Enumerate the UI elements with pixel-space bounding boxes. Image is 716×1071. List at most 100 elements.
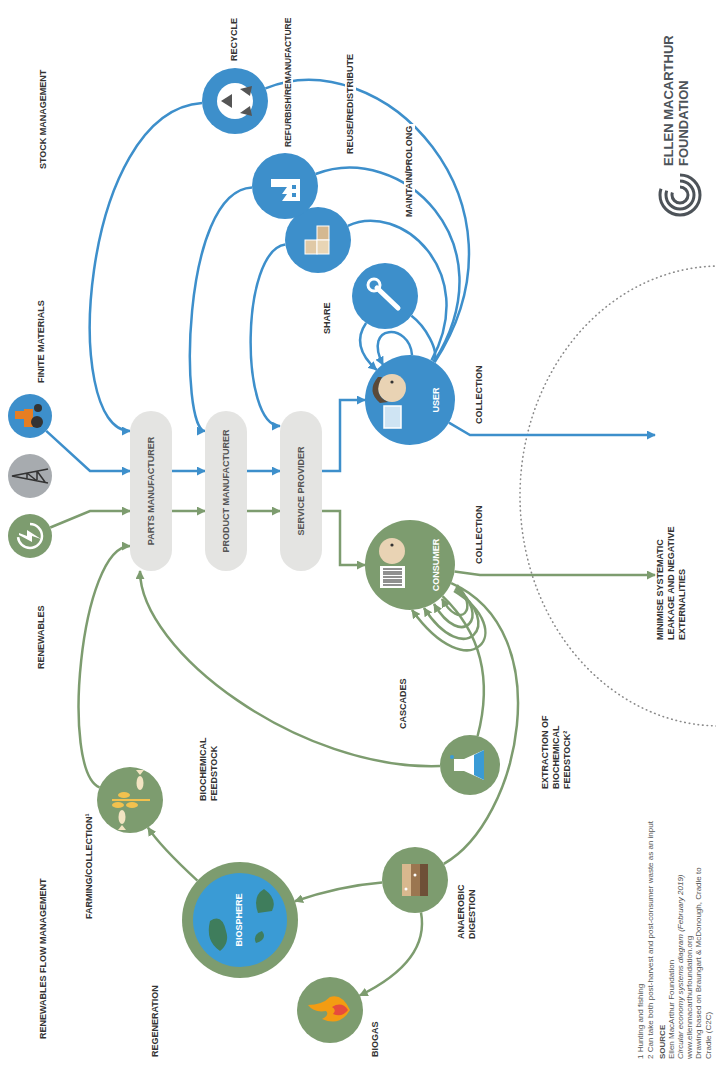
label-text: 2 Can take both post-harvest and post-co… [646, 819, 656, 1061]
label-holder: STOCK MANAGEMENT [38, 68, 49, 171]
circle-fill [382, 847, 448, 913]
label-holder: CASCADES [398, 676, 409, 731]
node-text: SERVICE PROVIDER [296, 447, 307, 536]
circle-fill [352, 263, 418, 329]
node-text: BIOGAS [370, 1019, 381, 1059]
flow-connector [190, 188, 252, 431]
label-holder: REGENERATION [150, 983, 161, 1059]
flow-connector [247, 510, 280, 513]
node-text: USER [431, 355, 442, 445]
consumer-icon [379, 538, 405, 588]
node-text: FARMING/COLLECTION¹ [84, 812, 95, 922]
circle-shape [365, 520, 455, 610]
node-text: RECYCLE [229, 16, 240, 63]
node-text: EXTRACTION OF BIOCHEMICAL FEEDSTOCK² [540, 692, 572, 791]
label-text: Drawing based on Braungart & McDonough, … [694, 857, 713, 1061]
flow-connector [295, 883, 382, 902]
process-pill: PARTS MANUFACTURER [130, 411, 172, 571]
circle-fill [365, 520, 455, 610]
flow-connector [322, 400, 365, 471]
circle-fill [182, 862, 298, 978]
label-holder: Drawing based on Braungart & McDonough, … [694, 857, 713, 1061]
label-text: CASCADES [398, 676, 409, 731]
label-holder: 1 Hunting and fishing [636, 982, 646, 1061]
flow-connector [148, 828, 197, 881]
soil-icon [402, 864, 428, 896]
label-text: STOCK MANAGEMENT [38, 68, 49, 171]
flow-connector [360, 323, 377, 370]
flow-connector [251, 245, 286, 426]
node-text: CONSUMER [431, 520, 442, 610]
process-pill: SERVICE PROVIDER [280, 411, 322, 571]
node-text: PARTS MANUFACTURER [146, 437, 157, 545]
label-text: 1 Hunting and fishing [636, 982, 646, 1061]
wrench-icon [368, 279, 398, 308]
circle-fill [8, 394, 52, 438]
process-pill: PRODUCT MANUFACTURER [205, 411, 247, 571]
circle-fill [252, 153, 318, 219]
label-text: RENEWABLES FLOW MANAGEMENT [38, 877, 49, 1042]
flow-connector [348, 221, 447, 361]
renewables-icon [18, 524, 42, 548]
label-holder: RENEWABLES FLOW MANAGEMENT [38, 877, 49, 1042]
circle-fill [8, 514, 52, 558]
label-text: COLLECTION [474, 504, 485, 567]
circle-fill [365, 355, 455, 445]
node-text: MINIMISE SYSTEMATIC LEAKAGE AND NEGATIVE… [655, 500, 687, 640]
flow-connector [455, 571, 656, 575]
flow-connector [79, 546, 130, 787]
flow-connector [172, 470, 205, 473]
flow-connector [46, 431, 130, 471]
label-holder: 2 Can take both post-harvest and post-co… [646, 819, 656, 1061]
farming-icon [112, 770, 150, 830]
flow-connector [50, 511, 130, 528]
user-icon [372, 374, 406, 428]
label-text: ELLEN MACARTHUR FOUNDATION [662, 14, 692, 168]
flow-connector [322, 511, 365, 565]
node-text: RENEWABLES [36, 603, 47, 671]
tractor-icon [15, 404, 43, 428]
flow-connector [444, 583, 518, 864]
label-holder: COLLECTION [474, 364, 485, 427]
biosphere-globe [193, 873, 287, 967]
flow-connector [443, 596, 484, 736]
flow-connector [411, 316, 435, 362]
label-text: COLLECTION [474, 364, 485, 427]
foundation-logo [660, 175, 700, 215]
label-holder: COLLECTION [474, 504, 485, 567]
circle-fill [202, 68, 268, 134]
biogas-flame [308, 996, 350, 1021]
label-holder: BIOCHEMICAL FEEDSTOCK [198, 727, 220, 803]
factory-icon [271, 179, 300, 201]
node-text: MAINTAIN/PROLONG [404, 124, 415, 219]
recycle-icon [217, 83, 253, 119]
leakage-outline [520, 266, 716, 726]
node-text: REFURBISH/REMANUFACTURE [283, 16, 293, 149]
node-text: FINITE MATERIALS [36, 298, 47, 385]
circle-fill [297, 977, 363, 1043]
label-text: REGENERATION [150, 983, 161, 1059]
node-text: PRODUCT MANUFACTURER [221, 430, 232, 553]
label-text: BIOCHEMICAL FEEDSTOCK [198, 727, 220, 803]
icon-circle: CONSUMER [365, 520, 455, 610]
label-holder: SHARE [322, 300, 333, 336]
flow-connector [247, 470, 280, 473]
flow-connector [172, 510, 205, 513]
node-text: BIOSPHERE [234, 862, 245, 978]
flow-connector [266, 80, 469, 362]
flask-icon [450, 750, 484, 780]
flow-connector [90, 103, 202, 431]
circle-fill [97, 767, 163, 833]
tower-icon [8, 454, 52, 498]
node-text: REUSE/REDISTRIBUTE [345, 52, 356, 156]
boxes-icon [305, 226, 329, 254]
circle-fill [440, 735, 500, 795]
outcome-text-block: MINIMISE SYSTEMATIC LEAKAGE AND NEGATIVE… [655, 425, 687, 640]
flow-connector [360, 912, 422, 995]
node-text: ANAEROBIC DIGESTION [456, 867, 478, 941]
